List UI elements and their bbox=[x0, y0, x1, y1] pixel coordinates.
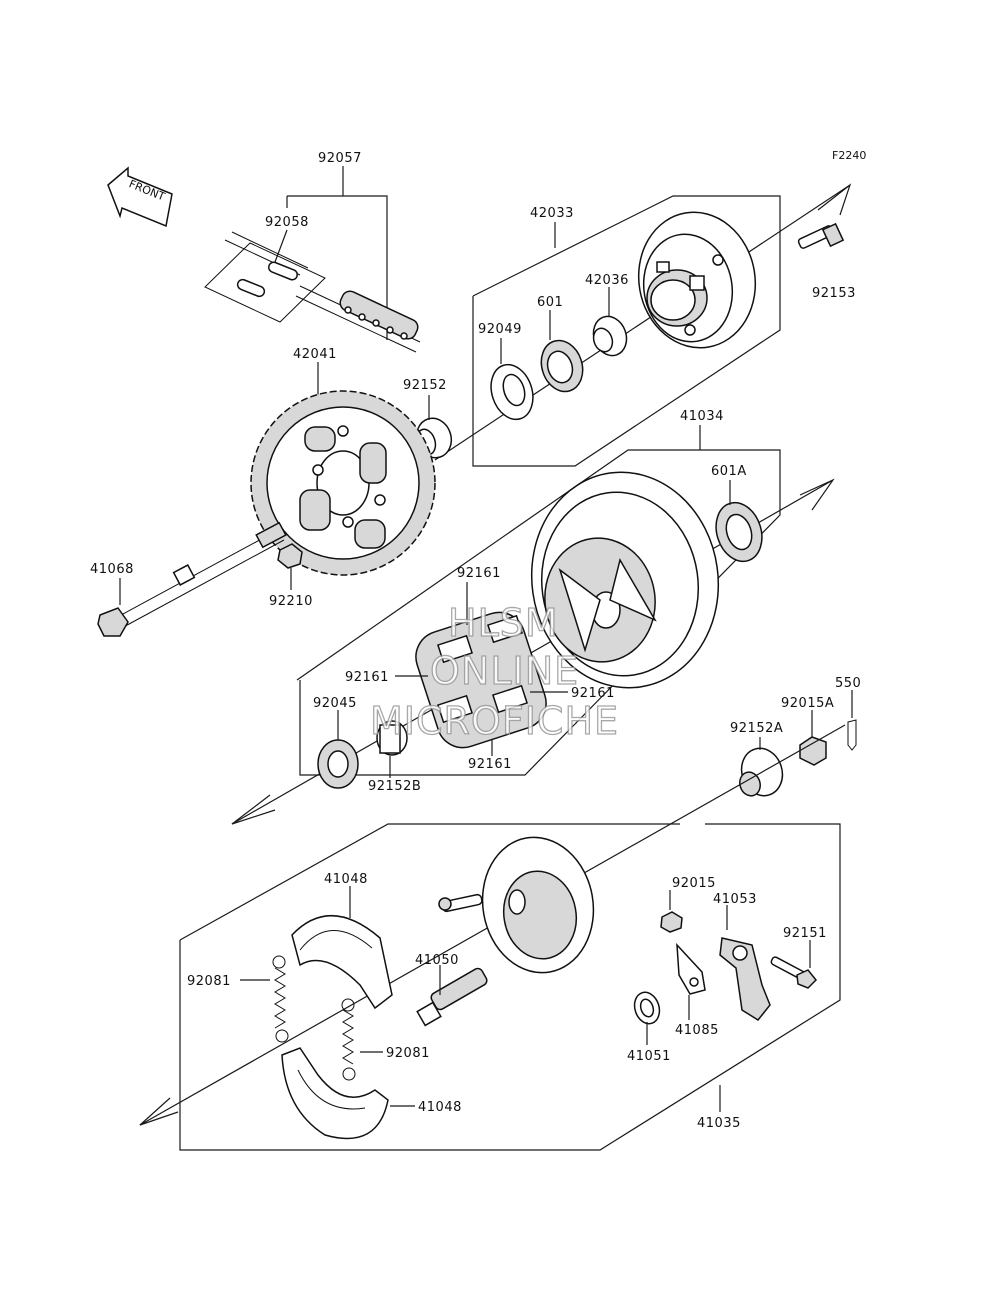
spring-92081-right bbox=[341, 998, 356, 1081]
cotter-pin-550 bbox=[847, 690, 857, 751]
label-550: 550 bbox=[835, 676, 861, 691]
nut-92015 bbox=[660, 911, 683, 933]
bolt-92153 bbox=[797, 222, 845, 249]
label-92161-left: 92161 bbox=[345, 670, 389, 685]
label-92161-right: 92161 bbox=[571, 686, 615, 701]
label-601a: 601A bbox=[711, 464, 747, 479]
label-41051: 41051 bbox=[627, 1049, 671, 1064]
cam-41050 bbox=[416, 967, 488, 1027]
brake-shoe-41048-lower bbox=[281, 1047, 389, 1140]
seal-41051 bbox=[633, 991, 661, 1025]
label-42033: 42033 bbox=[530, 206, 574, 221]
label-92151: 92151 bbox=[783, 926, 827, 941]
brake-shoe-41048-upper bbox=[291, 915, 393, 1010]
label-92210: 92210 bbox=[269, 594, 313, 609]
brake-arm-41053 bbox=[719, 937, 771, 1021]
label-41035: 41035 bbox=[697, 1116, 741, 1131]
label-92152: 92152 bbox=[403, 378, 447, 393]
label-41048-top: 41048 bbox=[324, 872, 368, 887]
seal-92049 bbox=[490, 363, 534, 421]
label-92057: 92057 bbox=[318, 151, 362, 166]
label-41034: 41034 bbox=[680, 409, 724, 424]
label-92153: 92153 bbox=[812, 286, 856, 301]
axle-41068 bbox=[97, 521, 287, 637]
sprocket-42041 bbox=[250, 362, 436, 576]
bearing-92045 bbox=[317, 739, 359, 789]
spring-92081-left bbox=[272, 955, 289, 1043]
collar-92152b bbox=[376, 720, 408, 756]
figure-code: F2240 bbox=[832, 149, 866, 162]
label-92045: 92045 bbox=[313, 696, 357, 711]
label-92049: 92049 bbox=[478, 322, 522, 337]
part-labels: 92057 92058 42033 92153 42036 601 92049 … bbox=[90, 151, 861, 1131]
front-arrow-icon: FRONT bbox=[107, 166, 173, 228]
label-41048-bottom: 41048 bbox=[418, 1100, 462, 1115]
label-92161-top: 92161 bbox=[457, 566, 501, 581]
label-41053: 41053 bbox=[713, 892, 757, 907]
plate-41085 bbox=[676, 942, 706, 995]
label-92152a: 92152A bbox=[730, 721, 783, 736]
bolt-92151 bbox=[770, 956, 818, 989]
bearing-601 bbox=[540, 339, 584, 393]
watermark-line-1: HLSM bbox=[448, 601, 559, 645]
label-92081-left: 92081 bbox=[187, 974, 231, 989]
watermark-line-3: MICROFICHE bbox=[370, 699, 619, 743]
label-41085: 41085 bbox=[675, 1023, 719, 1038]
watermark-line-2: ONLINE bbox=[430, 649, 579, 693]
label-92015: 92015 bbox=[672, 876, 716, 891]
drive-chain bbox=[295, 285, 421, 353]
label-42041: 42041 bbox=[293, 347, 337, 362]
wheel-group bbox=[231, 425, 835, 825]
brake-group bbox=[139, 724, 846, 1151]
label-42036: 42036 bbox=[585, 273, 629, 288]
label-92015a: 92015A bbox=[781, 696, 834, 711]
nut-92015a bbox=[799, 736, 827, 766]
label-92058: 92058 bbox=[265, 215, 309, 230]
label-41068: 41068 bbox=[90, 562, 134, 577]
label-601: 601 bbox=[537, 295, 563, 310]
label-92161-bottom: 92161 bbox=[468, 757, 512, 772]
chain-group bbox=[204, 166, 421, 353]
nut-92210 bbox=[277, 543, 303, 569]
collar-42036 bbox=[592, 315, 628, 357]
label-92081-right: 92081 bbox=[386, 1046, 430, 1061]
watermark: HLSM ONLINE MICROFICHE bbox=[369, 600, 619, 743]
label-41050: 41050 bbox=[415, 953, 459, 968]
hub-group bbox=[415, 183, 852, 467]
label-92152b: 92152B bbox=[368, 779, 421, 794]
damper-92161 bbox=[415, 611, 547, 749]
